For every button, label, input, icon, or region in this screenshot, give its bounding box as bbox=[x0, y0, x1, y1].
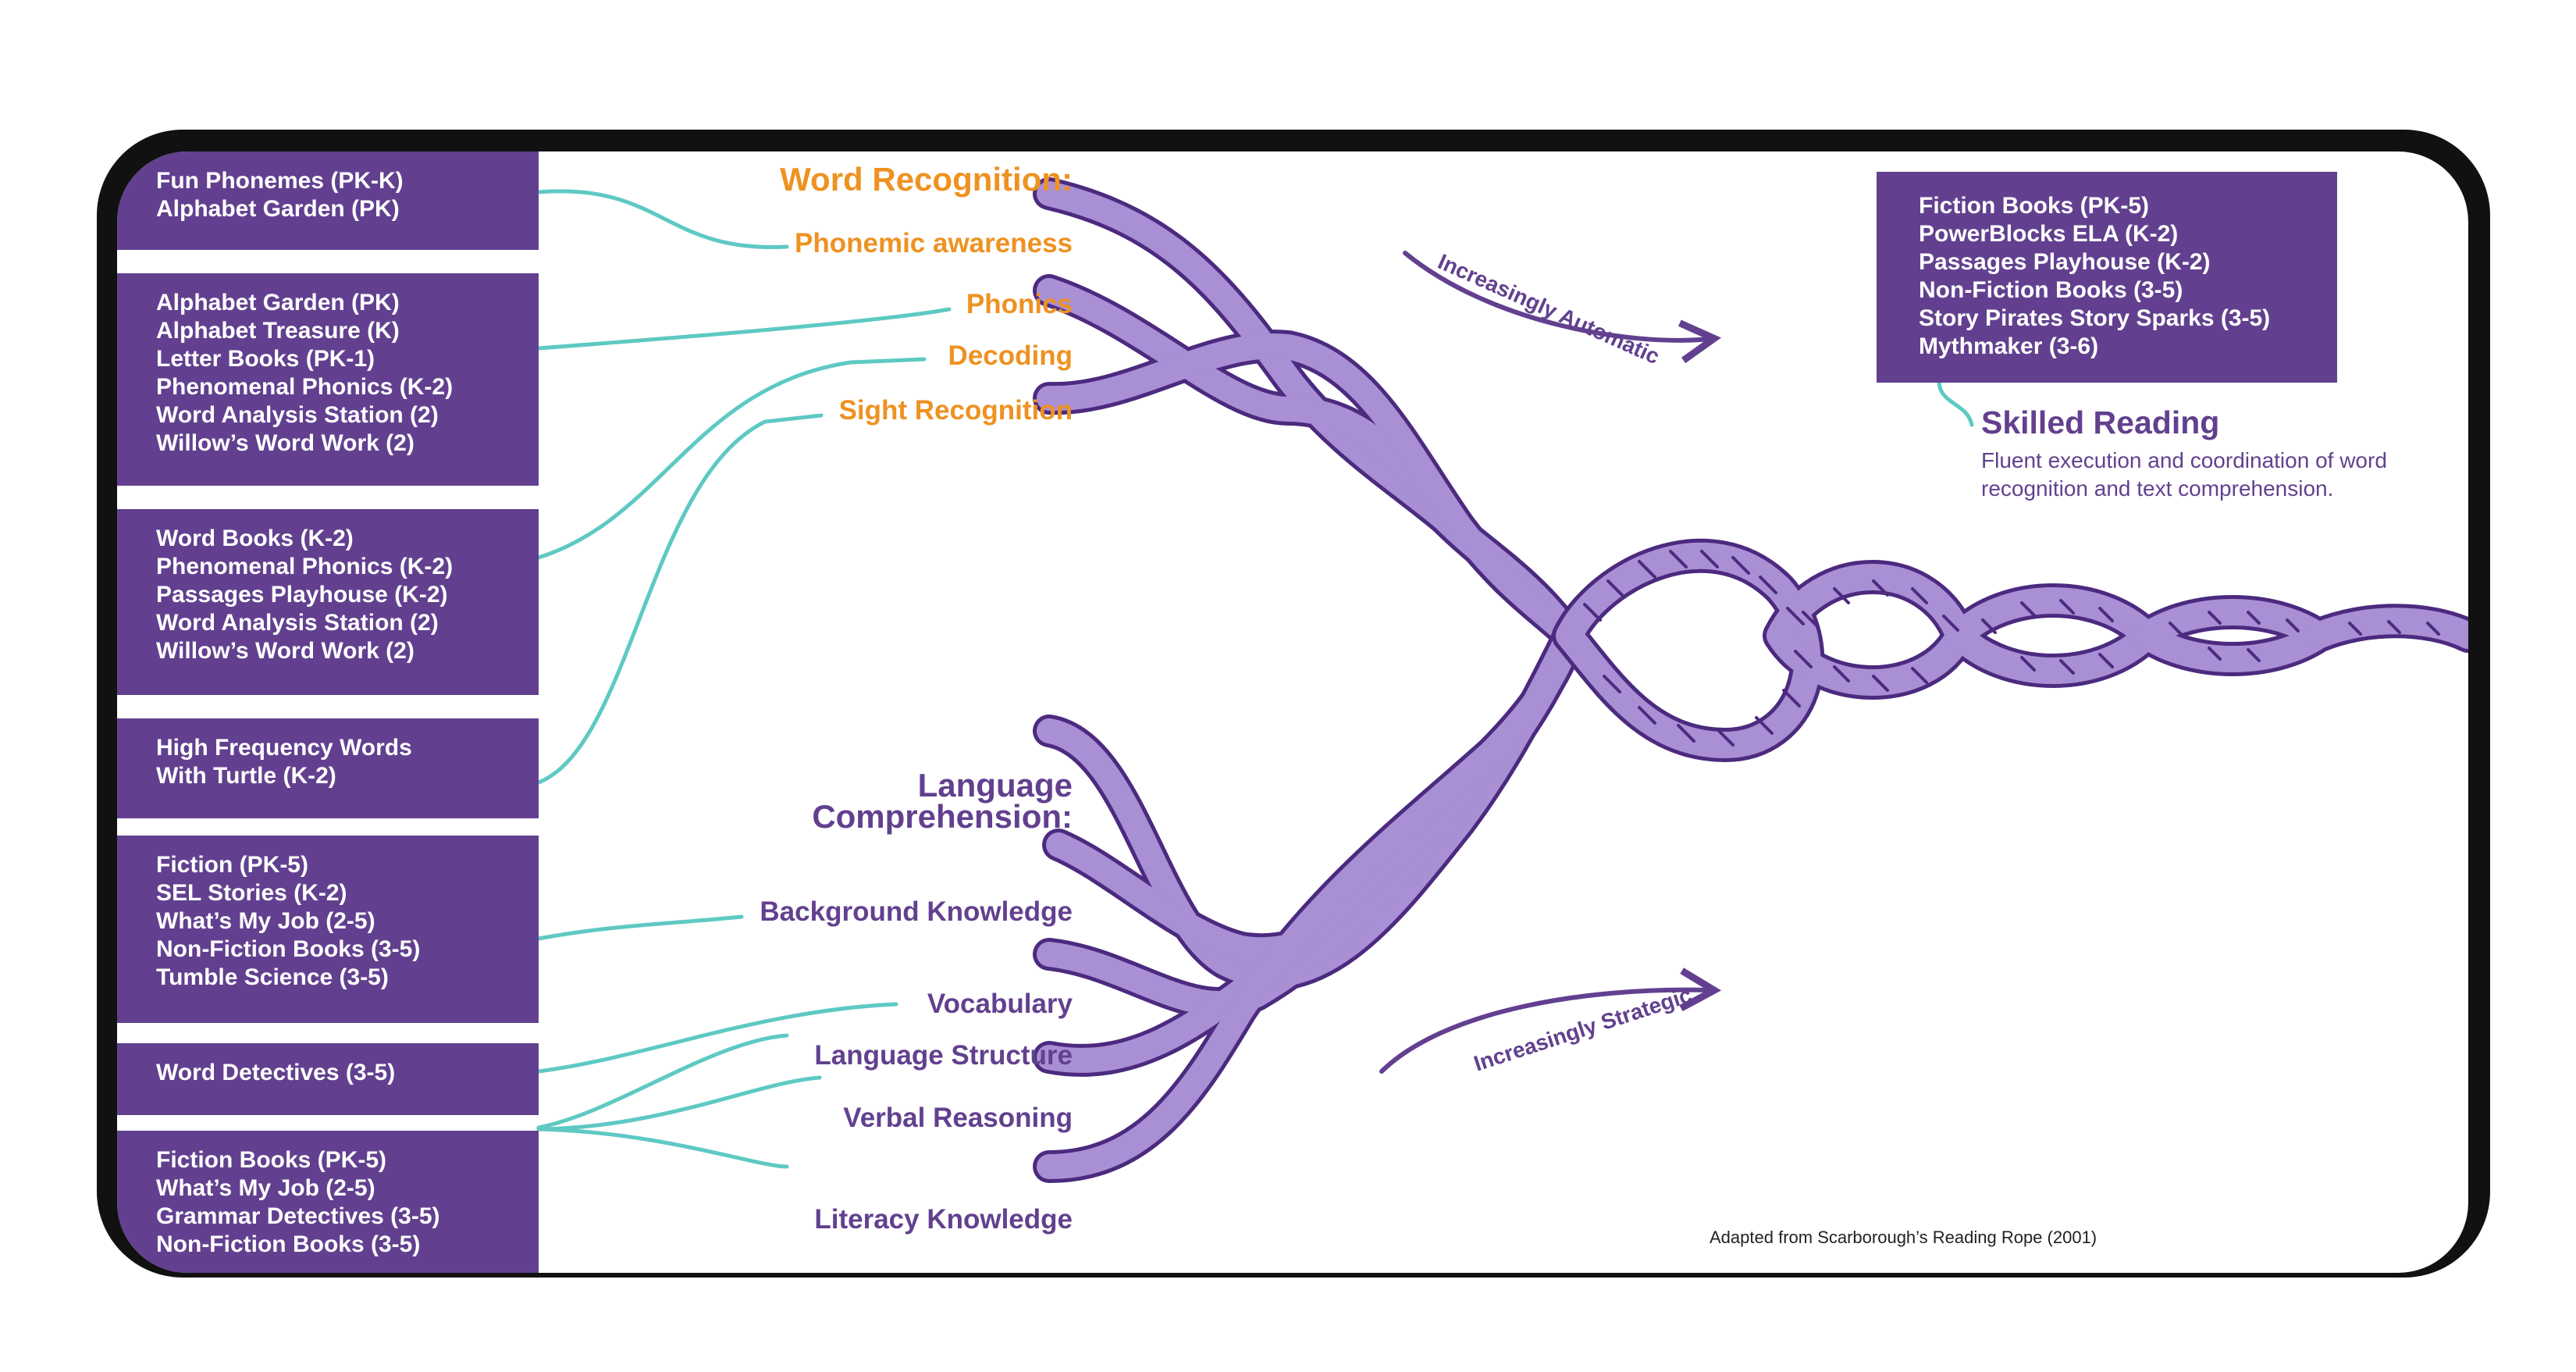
resource-item: Willow’s Word Work (2) bbox=[156, 638, 415, 664]
label-sight-recognition: Sight Recognition bbox=[838, 395, 1073, 426]
connector-skilled bbox=[1937, 380, 1974, 427]
increasingly-automatic-arrow bbox=[1403, 251, 1721, 364]
resource-item: Phenomenal Phonics (K-2) bbox=[156, 554, 454, 579]
connector-literacy bbox=[536, 1127, 789, 1169]
increasingly-strategic-arrow bbox=[1379, 968, 1722, 1074]
skilled-resource-item: Non-Fiction Books (3-5) bbox=[1919, 277, 2183, 303]
connector-language-structure bbox=[536, 1033, 789, 1130]
skilled-resource-item: Fiction Books (PK-5) bbox=[1919, 193, 2150, 219]
resource-item: Letter Books (PK-1) bbox=[156, 346, 375, 372]
resource-item: Passages Playhouse (K-2) bbox=[156, 582, 448, 608]
resource-box-phonemic: Fun Phonemes (PK-K)Alphabet Garden (PK) bbox=[117, 151, 539, 250]
resource-item: Fun Phonemes (PK-K) bbox=[156, 168, 404, 194]
label-phonics: Phonics bbox=[966, 289, 1073, 319]
strand-labels: Word Recognition: Phonemic awareness Pho… bbox=[117, 151, 1073, 1273]
skilled-resource-item: Story Pirates Story Sparks (3-5) bbox=[1919, 305, 2271, 331]
skilled-reading-resource-box: Fiction Books (PK-5)PowerBlocks ELA (K-2… bbox=[1877, 172, 2337, 383]
skilled-resource-item: Mythmaker (3-6) bbox=[1919, 333, 2099, 359]
label-decoding: Decoding bbox=[948, 340, 1073, 371]
skilled-resource-item: PowerBlocks ELA (K-2) bbox=[1919, 221, 2179, 247]
resource-item: Word Books (K-2) bbox=[156, 526, 354, 551]
resource-item: Phenomenal Phonics (K-2) bbox=[156, 374, 454, 400]
diagram-card: Increasingly Automatic Increasingly Stra… bbox=[117, 151, 2468, 1273]
strand-sight-recognition bbox=[1037, 333, 1582, 648]
resource-item: What’s My Job (2-5) bbox=[156, 908, 375, 934]
label-vocabulary: Vocabulary bbox=[927, 989, 1073, 1019]
label-literacy-knowledge: Literacy Knowledge bbox=[814, 1204, 1073, 1235]
resource-item: Fiction (PK-5) bbox=[156, 852, 308, 878]
resource-box-vocabulary: Word Detectives (3-5) bbox=[117, 1043, 539, 1115]
resource-item: Willow’s Word Work (2) bbox=[156, 430, 415, 456]
connector-background bbox=[536, 914, 744, 941]
connector-sight bbox=[536, 413, 824, 785]
connector-decoding bbox=[536, 357, 927, 560]
connector-lines bbox=[536, 189, 1974, 1169]
strand-literacy-knowledge bbox=[1037, 623, 1582, 1179]
strand-verbal-reasoning bbox=[1037, 623, 1582, 1073]
attribution-credit: Adapted from Scarborough’s Reading Rope … bbox=[1710, 1228, 2097, 1247]
resource-item: High Frequency Words bbox=[156, 735, 412, 761]
resource-item: Non-Fiction Books (3-5) bbox=[156, 1231, 421, 1257]
resource-item: Alphabet Garden (PK) bbox=[156, 290, 400, 315]
connector-vocabulary bbox=[536, 1002, 898, 1074]
connector-phonemic bbox=[536, 189, 789, 249]
label-phonemic-awareness: Phonemic awareness bbox=[795, 228, 1073, 258]
language-comprehension-heading-line2: Comprehension: bbox=[812, 798, 1073, 835]
label-language-structure: Language Structure bbox=[814, 1040, 1073, 1071]
resource-item: Alphabet Treasure (K) bbox=[156, 318, 400, 344]
resource-item: Word Detectives (3-5) bbox=[156, 1060, 396, 1085]
rope-tail bbox=[2305, 608, 2468, 649]
resource-item: Tumble Science (3-5) bbox=[156, 964, 389, 990]
skilled-resource-item: Passages Playhouse (K-2) bbox=[1919, 249, 2211, 275]
resource-item: Word Analysis Station (2) bbox=[156, 402, 439, 428]
rope-loop-4 bbox=[2133, 599, 2343, 672]
resource-item: SEL Stories (K-2) bbox=[156, 880, 347, 906]
skilled-reading-title: Skilled Reading bbox=[1981, 404, 2220, 440]
connector-phonics bbox=[536, 307, 952, 351]
connector-verbal bbox=[536, 1075, 822, 1131]
word-recognition-heading: Word Recognition: bbox=[780, 161, 1073, 198]
language-comprehension-heading-line1: Language bbox=[917, 767, 1073, 804]
increasingly-automatic-label: Increasingly Automatic bbox=[1435, 249, 1663, 369]
resource-item: Fiction Books (PK-5) bbox=[156, 1147, 387, 1173]
resource-item: Grammar Detectives (3-5) bbox=[156, 1203, 440, 1229]
resource-box-phonics: Alphabet Garden (PK) Alphabet Treasure (K… bbox=[117, 273, 539, 486]
resource-box-language-literacy: Fiction Books (PK-5)What’s My Job (2-5)G… bbox=[117, 1131, 539, 1273]
resource-item: Word Analysis Station (2) bbox=[156, 610, 439, 636]
reading-rope-illustration: Increasingly Automatic Increasingly Stra… bbox=[1033, 177, 2468, 1183]
resource-box-background-knowledge: Fiction (PK-5)SEL Stories (K-2)What’s My… bbox=[117, 836, 539, 1023]
rope-loop-3 bbox=[1946, 587, 2166, 684]
resource-item: With Turtle (K-2) bbox=[156, 763, 336, 789]
label-background-knowledge: Background Knowledge bbox=[760, 896, 1073, 927]
resource-item: Alphabet Garden (PK) bbox=[156, 196, 400, 222]
label-verbal-reasoning: Verbal Reasoning bbox=[843, 1103, 1073, 1133]
resource-item: Non-Fiction Books (3-5) bbox=[156, 936, 421, 962]
resource-box-decoding: Word Books (K-2) Phenomenal Phonics (K-2)… bbox=[117, 509, 539, 695]
resource-item: What’s My Job (2-5) bbox=[156, 1175, 375, 1201]
skilled-reading-description: Fluent execution and coordination of wor… bbox=[1981, 448, 2387, 501]
